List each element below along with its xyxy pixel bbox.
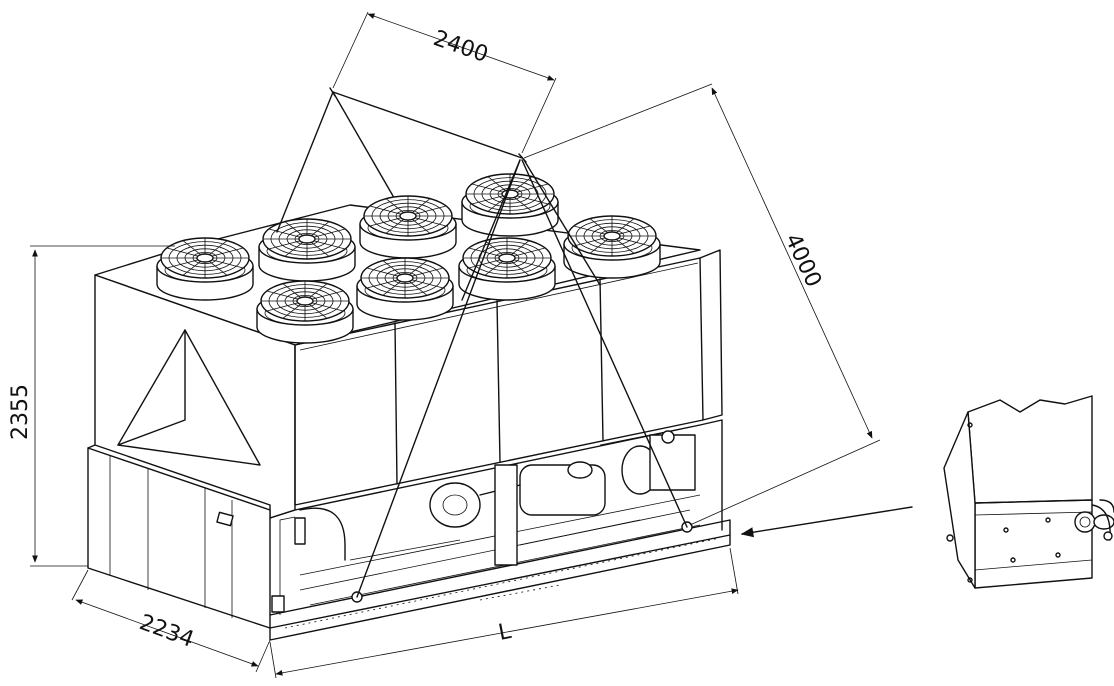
dim-label-depth: 2234 bbox=[136, 610, 197, 653]
lifting-shackle-detail bbox=[1074, 499, 1114, 541]
sling-right-front bbox=[521, 159, 688, 528]
detail-pointer-arrow bbox=[740, 506, 913, 538]
lifting-point-detail bbox=[943, 395, 1114, 589]
lifting-rig bbox=[276, 87, 688, 598]
sling-left-back bbox=[276, 91, 334, 233]
dim-4000: 4000 bbox=[523, 83, 881, 526]
dim-L: L bbox=[269, 547, 739, 679]
fan-4 bbox=[461, 173, 559, 237]
fan-3 bbox=[359, 195, 457, 259]
fan-7 bbox=[356, 257, 454, 321]
fan-1 bbox=[156, 237, 254, 301]
compressor-assembly bbox=[299, 424, 701, 566]
fan-6 bbox=[256, 280, 354, 344]
fan-8 bbox=[458, 237, 556, 301]
spreader-bar bbox=[332, 91, 523, 159]
end-coil-opening bbox=[117, 329, 261, 466]
fan-5 bbox=[563, 215, 661, 279]
sling-left-front bbox=[356, 159, 521, 598]
fan-2 bbox=[258, 218, 356, 282]
fan-array bbox=[156, 173, 661, 344]
dim-2400: 2400 bbox=[332, 11, 557, 154]
chiller-unit bbox=[87, 204, 731, 641]
dim-label-sling-length: 4000 bbox=[780, 230, 826, 291]
dim-label-length: L bbox=[496, 619, 514, 646]
dim-label-height: 2355 bbox=[8, 384, 33, 440]
dim-label-spreader-width: 2400 bbox=[430, 26, 491, 68]
dim-2355: 2355 bbox=[8, 245, 175, 567]
